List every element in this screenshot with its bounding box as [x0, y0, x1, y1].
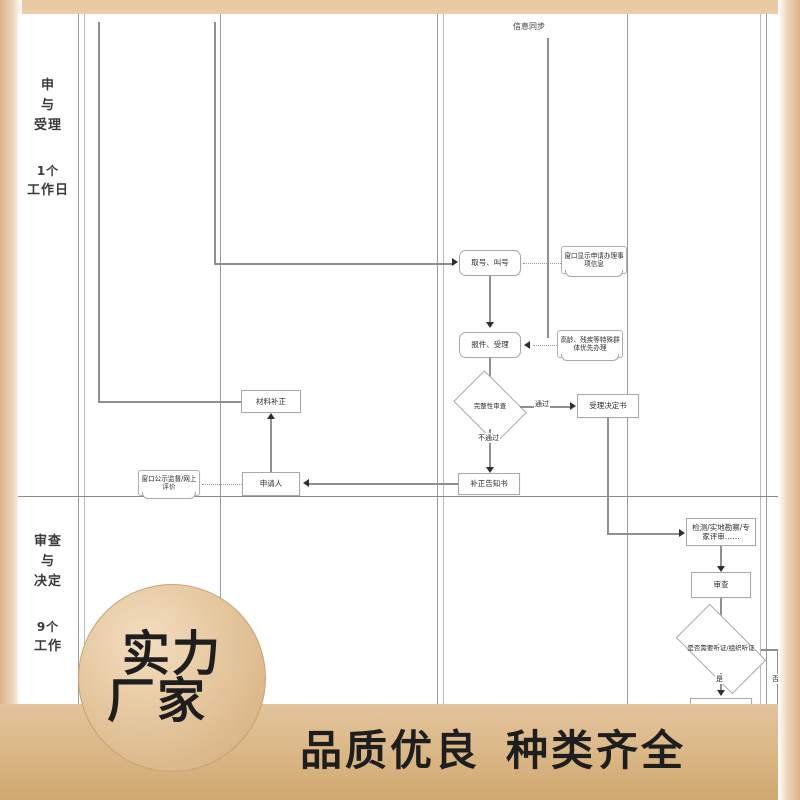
watermark-tagline-part1: 品质优良	[300, 726, 481, 775]
lane1-line1: 申	[40, 78, 55, 93]
route-top-left-vert	[214, 22, 216, 264]
node-examination[interactable]: 审查	[691, 572, 751, 598]
conn-correction-up	[98, 22, 100, 402]
conn-check-fail	[489, 429, 491, 471]
conn-hearing-no-h	[761, 649, 779, 651]
info-sync-label: 信息同步	[513, 22, 545, 31]
column-divider-3	[627, 14, 628, 730]
arrow-into-correction-notice	[486, 467, 494, 473]
note-priority-group: 高龄、残疾等特殊群体优先办理	[557, 330, 623, 361]
route-top-left-horz	[214, 263, 454, 265]
lane-divider-left	[78, 14, 79, 730]
node-submit-accept[interactable]: 报件、受理	[459, 332, 521, 358]
lane1-line3: 受理	[33, 118, 62, 134]
dotted-link-window-info	[523, 263, 561, 264]
lane1-duration-2: 工作日	[26, 183, 69, 199]
column-divider-right-outer	[766, 14, 767, 730]
lane-divider-left-inner	[84, 14, 85, 730]
conn-expert-to-exam	[720, 546, 722, 570]
watermark-tagline-part2: 种类齐全	[506, 726, 687, 775]
arrow-into-examination	[717, 566, 725, 572]
column-divider-2	[437, 14, 438, 730]
conn-accept-decision-right	[607, 533, 681, 535]
lane2-line1: 审查	[33, 534, 62, 549]
lane-label-apply: 申 与 受理 1个 工作日	[18, 76, 78, 201]
column-divider-1	[220, 14, 221, 730]
arrow-into-material-correction	[267, 413, 275, 419]
arrow-hearing-yes	[717, 690, 725, 696]
arrow-into-submit	[486, 322, 494, 328]
conn-exam-to-hearing	[720, 598, 722, 624]
arrow-into-expert-review	[679, 529, 685, 537]
edge-label-no: 否	[771, 674, 780, 684]
conn-submit-to-check	[489, 358, 491, 384]
lane1-line2: 与	[40, 98, 55, 114]
conn-applicant-to-correction	[270, 418, 272, 472]
node-applicant[interactable]: 申请人	[242, 472, 300, 496]
column-divider-right	[760, 14, 761, 730]
lane2-line3: 决定	[33, 574, 62, 590]
decision-hearing[interactable]: 是否需要听证/组织听证	[675, 603, 767, 695]
arrow-into-accept-decision	[570, 402, 576, 410]
lane-separator	[18, 496, 784, 497]
lane2-line2: 与	[40, 554, 55, 570]
flowchart-canvas: 申 与 受理 1个 工作日 审查 与 决定 9个 工作 信息同步 取号、叫号 窗…	[18, 14, 784, 730]
edge-label-fail: 不通过	[477, 433, 500, 443]
conn-accept-decision-down	[607, 418, 609, 534]
node-correction-notice[interactable]: 补正告知书	[458, 473, 520, 495]
dotted-link-priority	[533, 345, 557, 346]
arrow-into-take-number	[452, 258, 458, 266]
node-expert-review[interactable]: 检测/实地勘察/专家评审……	[686, 518, 756, 546]
arrow-into-submit-from-priority	[524, 341, 530, 349]
node-material-correction[interactable]: 材料补正	[241, 390, 301, 413]
arrow-into-applicant	[303, 479, 309, 487]
note-window-info: 窗口显示申请办理事项信息	[561, 246, 627, 277]
edge-label-pass: 通过	[534, 399, 550, 409]
note-supervision: 窗口公示监督/网上评价	[138, 470, 200, 499]
lane2-duration-1: 9个	[36, 620, 60, 635]
node-hearing-next[interactable]	[690, 698, 752, 722]
dotted-link-supervision	[202, 484, 242, 485]
info-sync-line	[547, 38, 549, 338]
conn-take-to-submit	[489, 276, 491, 326]
conn-correction-left	[98, 401, 241, 403]
node-take-number[interactable]: 取号、叫号	[459, 250, 521, 276]
conn-notice-to-applicant	[308, 483, 458, 485]
lane-label-review: 审查 与 决定 9个 工作	[18, 532, 78, 657]
lane2-duration-2: 工作	[33, 639, 62, 655]
conn-hearing-no-v	[777, 649, 779, 721]
edge-label-yes: 是	[715, 674, 724, 684]
decision-completeness-label: 完整性审查	[473, 402, 507, 411]
decision-hearing-label: 是否需要听证/组织听证	[687, 644, 755, 653]
decision-completeness-check[interactable]: 完整性审查	[453, 370, 527, 444]
column-divider-2-inner	[443, 14, 444, 730]
node-accept-decision[interactable]: 受理决定书	[577, 394, 639, 418]
lane1-duration-1: 1个	[36, 164, 60, 179]
